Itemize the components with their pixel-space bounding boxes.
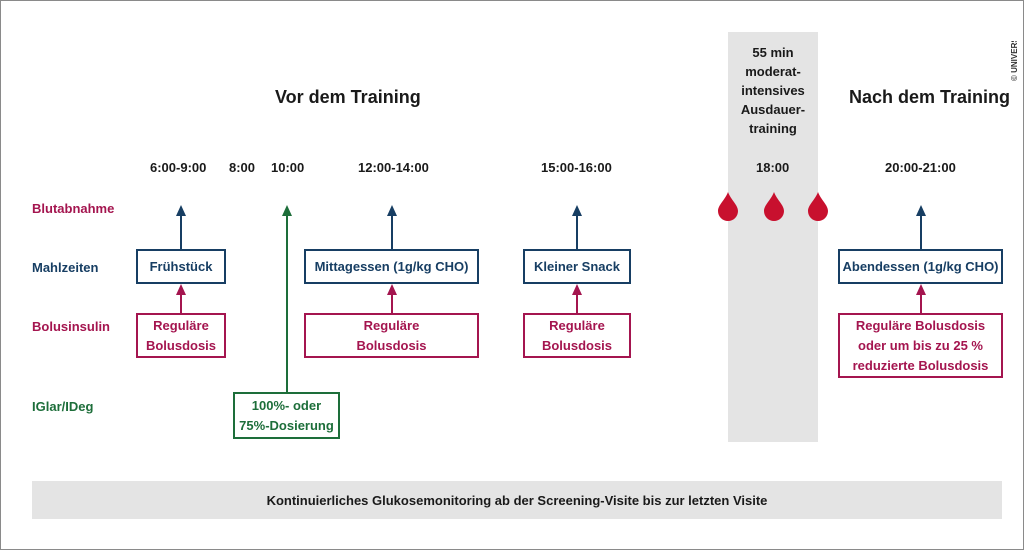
- arrow-up-icon: [387, 284, 397, 313]
- arrow-up-icon: [572, 284, 582, 313]
- bolus-dose-snack: Reguläre Bolusdosis: [523, 313, 631, 358]
- copyright-mark: © UNIVERSIMED: [1010, 41, 1019, 81]
- bolus-dose-mittagessen: Reguläre Bolusdosis: [304, 313, 479, 358]
- arrow-up-icon: [916, 205, 926, 249]
- meal-abendessen: Abendessen (1g/kg CHO): [838, 249, 1003, 284]
- training-band: [728, 32, 818, 442]
- arrow-up-icon: [282, 205, 292, 392]
- arrow-up-icon: [176, 284, 186, 313]
- meal-mittagessen: Mittagessen (1g/kg CHO): [304, 249, 479, 284]
- blood-drop-icon: [808, 192, 828, 221]
- bolus-dose-abendessen: Reguläre Bolusdosis oder um bis zu 25 % …: [838, 313, 1003, 378]
- row-label-iglar: IGlar/IDeg: [32, 399, 94, 414]
- arrow-up-icon: [387, 205, 397, 249]
- arrow-up-icon: [572, 205, 582, 249]
- time-label: 15:00-16:00: [541, 160, 612, 175]
- row-label-mahlzeiten: Mahlzeiten: [32, 260, 99, 275]
- blood-drop-icon: [718, 192, 738, 221]
- arrow-up-icon: [916, 284, 926, 313]
- basal-insulin-dose: 100%- oder 75%-Dosierung: [233, 392, 340, 439]
- training-description: 55 min moderat- intensives Ausdauer- tra…: [740, 45, 806, 136]
- time-label: 20:00-21:00: [885, 160, 956, 175]
- time-label: 12:00-14:00: [358, 160, 429, 175]
- time-label: 10:00: [271, 160, 305, 175]
- time-label: 18:00: [756, 160, 790, 175]
- arrow-up-icon: [176, 205, 186, 249]
- row-label-bolusinsulin: Bolusinsulin: [32, 319, 110, 334]
- cgm-text: Kontinuierliches Glukosemonitoring ab de…: [266, 492, 768, 508]
- blood-drop-icon: [764, 192, 784, 221]
- cgm-bar: Kontinuierliches Glukosemonitoring ab de…: [32, 481, 1002, 519]
- time-label: 8:00: [229, 160, 256, 175]
- heading-after-training: Nach dem Training: [849, 87, 1011, 107]
- heading-before-training: Vor dem Training: [275, 87, 421, 107]
- row-label-blutabnahme: Blutabnahme: [32, 201, 115, 216]
- meal-fruehstueck: Frühstück: [136, 249, 226, 284]
- copyright-text: © UNIVERSIMED: [1010, 41, 1019, 81]
- bolus-dose-fruehstueck: Reguläre Bolusdosis: [136, 313, 226, 358]
- meal-kleiner-snack: Kleiner Snack: [523, 249, 631, 284]
- time-label: 6:00-9:00: [150, 160, 207, 175]
